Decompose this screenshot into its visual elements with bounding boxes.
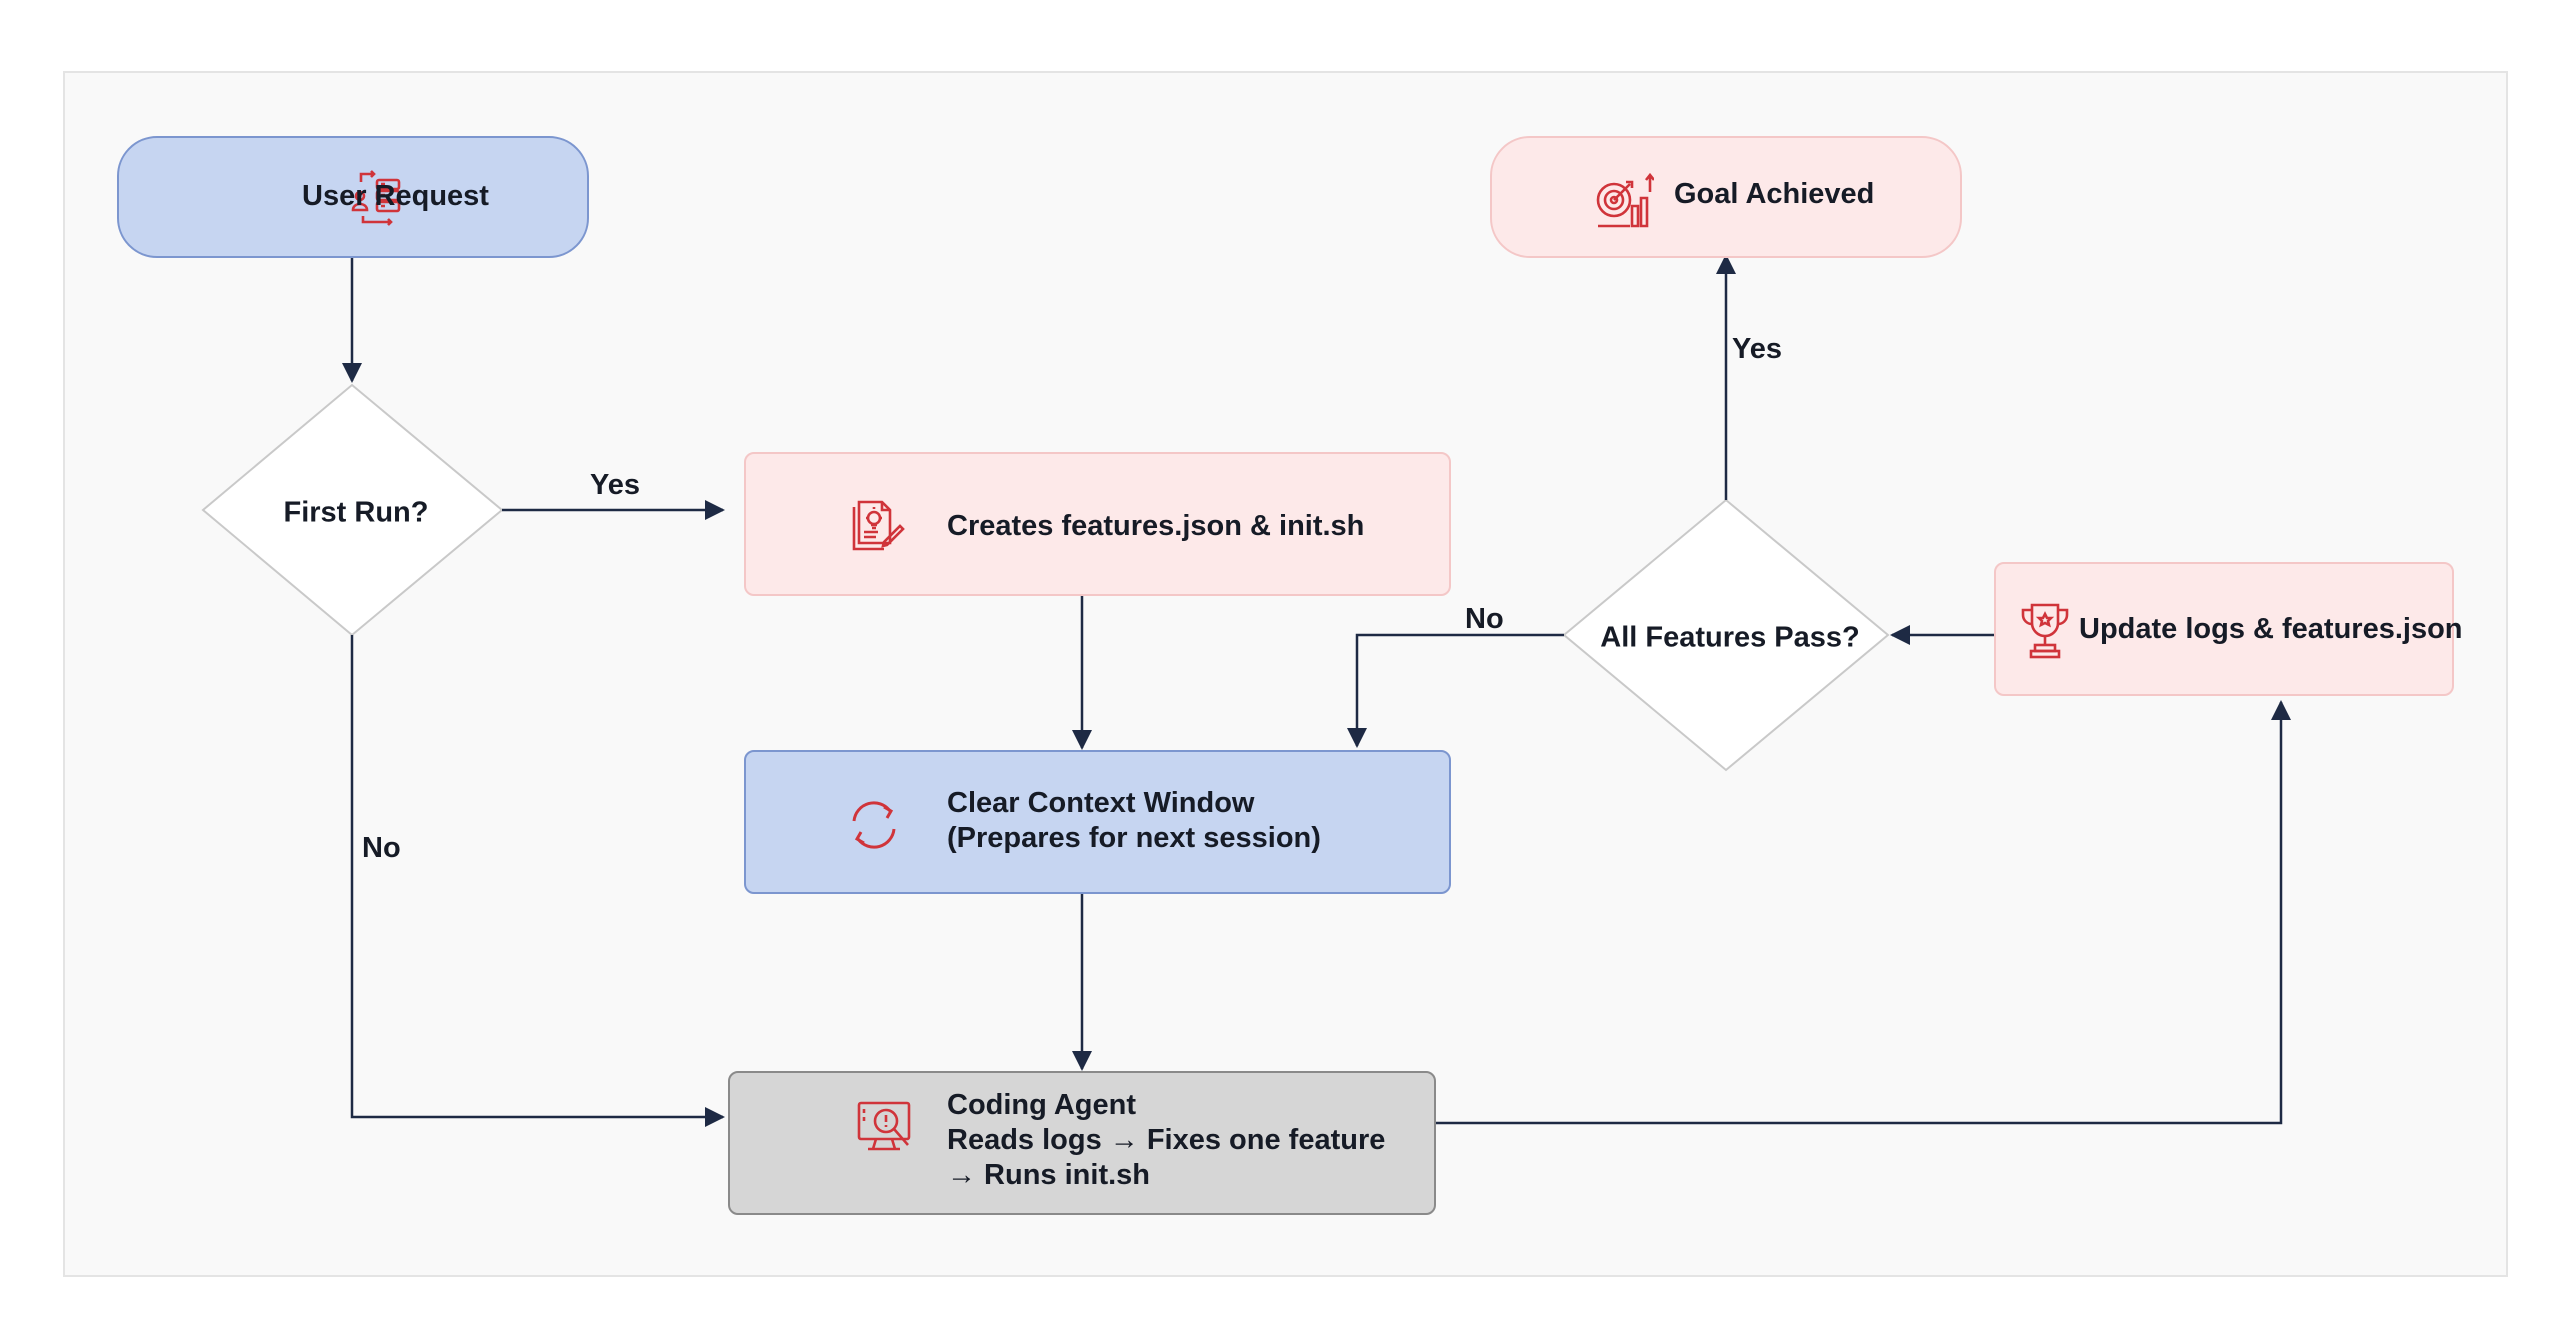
coding-agent-title: Coding Agent [947, 1089, 1136, 1121]
clear-context-title: Clear Context Window [947, 787, 1255, 819]
goal-achieved-label: Goal Achieved [1674, 178, 1875, 210]
edge-all-pass-no [1347, 633, 1564, 748]
goal-achieved-node: Goal Achieved [1490, 136, 1962, 258]
all-features-pass-label: All Features Pass? [1600, 621, 1860, 654]
target-growth-icon [1596, 172, 1654, 228]
user-request-label: User Request [302, 180, 489, 212]
trophy-icon [2021, 603, 2069, 659]
edge-label-first-run-yes: Yes [590, 469, 640, 501]
user-database-icon [351, 170, 401, 226]
coding-agent-line3: → Runs init.sh [947, 1159, 1150, 1191]
clear-context-subtitle: (Prepares for next session) [947, 822, 1321, 854]
user-request-node: User Request [117, 136, 589, 258]
edge-label-all-pass-yes: Yes [1732, 333, 1782, 365]
edge-coding-agent-to-update-logs [1436, 700, 2291, 1125]
edge-label-first-run-no: No [362, 832, 401, 864]
update-logs-label: Update logs & features.json [2079, 613, 2463, 645]
refresh-icon [852, 801, 896, 849]
clear-context-node: Clear Context Window (Prepares for next … [744, 750, 1451, 894]
edge-first-run-no [350, 635, 725, 1127]
update-logs-node: Update logs & features.json [1994, 562, 2463, 696]
edge-label-all-pass-no: No [1465, 603, 1504, 635]
creates-features-label: Creates features.json & init.sh [947, 510, 1365, 542]
coding-agent-node: Coding Agent Reads logs → Fixes one feat… [728, 1071, 1436, 1215]
coding-agent-line2: Reads logs → Fixes one feature [947, 1124, 1386, 1156]
all-features-pass-diamond [1562, 498, 1890, 772]
monitor-inspect-icon [857, 1101, 911, 1151]
first-run-label: First Run? [283, 496, 429, 529]
document-idea-icon [852, 500, 905, 551]
creates-features-node: Creates features.json & init.sh [744, 452, 1451, 596]
